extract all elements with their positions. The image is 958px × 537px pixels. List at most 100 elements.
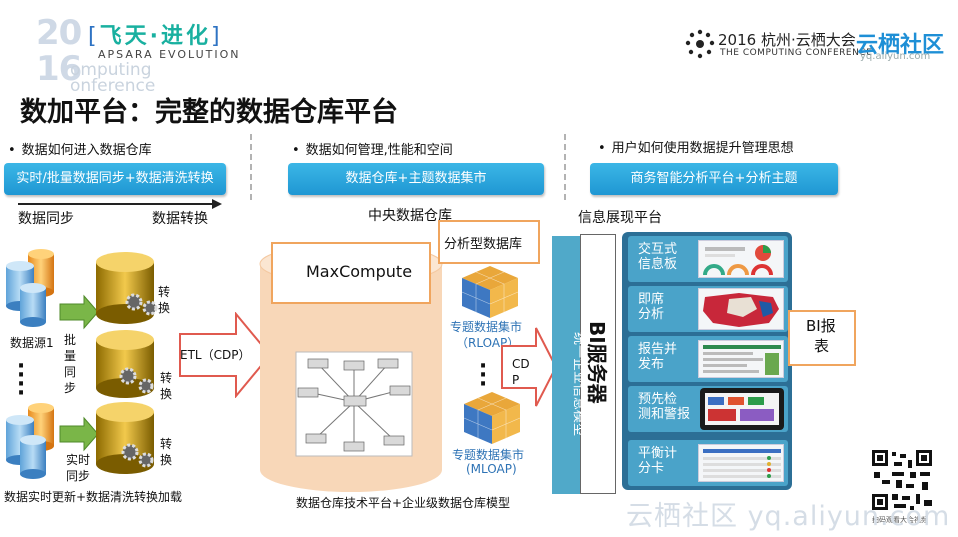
- sync-diagram: [6, 249, 158, 479]
- source-label: 数据源1: [10, 336, 54, 350]
- tile-adhoc[interactable]: 即席 分析: [628, 286, 788, 332]
- tile-label: 平衡计 分卡: [638, 446, 677, 476]
- bi-report-label: BI报 表: [806, 316, 836, 356]
- tile-reports[interactable]: 报告并 发布: [628, 336, 788, 382]
- tile-line: 分卡: [638, 461, 665, 476]
- community-url: yq.aliyun.com: [860, 51, 931, 62]
- tile-line: 预先检: [638, 392, 678, 407]
- batch-char: 量: [64, 349, 77, 363]
- conference-subtitle: THE COMPUTING CONFERENCE: [720, 48, 873, 58]
- transform-char: 换: [158, 301, 171, 315]
- question-3: 用户如何使用数据提升管理思想: [598, 137, 794, 156]
- transform-db-icon: [96, 402, 154, 474]
- arrow-line: [18, 203, 214, 205]
- warehouse-caption: 数据仓库技术平台+企业级数据仓库模型: [296, 496, 511, 510]
- tile-line: 交互式: [638, 242, 678, 257]
- bi-report-line: BI报: [806, 317, 836, 335]
- cube-icon: [461, 266, 519, 318]
- column-divider: [564, 134, 566, 200]
- transform-db-icon: [96, 252, 158, 324]
- realtime-line: 同步: [66, 469, 91, 483]
- source-db-icon: [6, 249, 54, 327]
- realtime-arrow-icon: [59, 416, 99, 452]
- mloap-label-2: (MLOAP): [466, 462, 517, 476]
- bi-report-box: [788, 310, 856, 366]
- transform-db-icon: [96, 330, 154, 398]
- tile-label: 交互式 信息板: [638, 242, 677, 272]
- label-info-platform: 信息展现平台: [578, 210, 662, 226]
- tile-line: 分析: [638, 307, 665, 322]
- question-1: 数据如何进入数据仓库: [8, 139, 152, 158]
- logo-year-bottom: 16: [36, 49, 82, 89]
- page-title: 数加平台：完整的数据仓库平台: [20, 97, 398, 128]
- ellipsis-vertical: ···: [478, 354, 488, 397]
- apsara-brand-text: 飞天·进化: [99, 24, 211, 49]
- maxcompute-label: MaxCompute: [306, 262, 413, 281]
- qr-caption: 扫码观看大会视频: [872, 516, 928, 524]
- analytic-db-label: 分析型数据库: [444, 237, 523, 252]
- tile-alerts[interactable]: 预先检 测和警报: [628, 386, 788, 432]
- transform-label: 转 换: [160, 436, 172, 468]
- conference-title: 2016 杭州·云栖大会: [718, 31, 856, 49]
- map-thumbnail: [698, 288, 784, 330]
- tile-scorecard[interactable]: 平衡计 分卡: [628, 440, 788, 486]
- community-brand: 云栖社区: [856, 33, 945, 58]
- tile-label: 即席 分析: [638, 292, 664, 322]
- alerts-thumbnail: [700, 388, 784, 430]
- bi-report-line: 表: [814, 337, 830, 355]
- arrow-head: [212, 199, 222, 209]
- question-2: 数据如何管理,性能和空间: [292, 139, 453, 158]
- tile-dashboard[interactable]: 交互式 信息板: [628, 236, 788, 282]
- tile-line: 信息板: [638, 257, 678, 272]
- cdp-arrow-icon: [501, 327, 558, 407]
- batch-char: 批: [64, 333, 77, 347]
- transform-char: 转: [158, 285, 171, 299]
- cube-icon: [463, 392, 521, 444]
- bar-bi-platform: 商务智能分析平台+分析主题: [590, 163, 838, 195]
- analytic-db-box: [438, 220, 540, 264]
- bar-warehouse: 数据仓库+主题数据集市: [288, 163, 544, 195]
- report-icon: [703, 345, 781, 375]
- dashboard-thumbnail: [698, 240, 784, 278]
- column-divider: [250, 134, 252, 200]
- tile-label: 预先检 测和警报: [638, 392, 690, 422]
- ellipsis-vertical: ····: [16, 354, 26, 406]
- mloap-label-1: 专题数据集市: [452, 448, 525, 462]
- tile-line: 平衡计: [638, 446, 678, 461]
- transform-label: 转 换: [158, 284, 170, 316]
- label-data-sync: 数据同步: [18, 211, 74, 227]
- batch-char: 步: [64, 381, 77, 395]
- tablet-icon: [705, 393, 779, 425]
- gauge-icon: [703, 245, 773, 276]
- tile-line: 测和警报: [638, 407, 691, 422]
- tile-line: 报告并: [638, 342, 678, 357]
- logo-ghost-line1: omputing: [70, 60, 152, 80]
- transform-label: 转 换: [160, 370, 172, 402]
- batch-arrow-icon: [59, 294, 99, 330]
- bi-server-box: [580, 234, 616, 494]
- logo-ghost-line2: onference: [70, 76, 156, 96]
- label-data-transform: 数据转换: [152, 211, 208, 227]
- logo-year-top: 20: [36, 13, 82, 53]
- etl-arrow-icon: [179, 312, 272, 398]
- qr-code-icon: [870, 448, 934, 512]
- transform-char: 换: [160, 453, 173, 467]
- realtime-line: 实时: [66, 453, 91, 467]
- tile-label: 报告并 发布: [638, 342, 677, 372]
- bi-server-label: BI服务器: [585, 321, 609, 404]
- batch-sync-label: 批 量 同 步: [64, 332, 76, 396]
- cdp-line: CD: [512, 357, 530, 371]
- realtime-sync-label: 实时 同步: [66, 452, 90, 484]
- conference-logo-icon: [685, 29, 715, 59]
- label-central-warehouse: 中央数据仓库: [368, 208, 452, 224]
- tile-line: 即席: [638, 292, 665, 307]
- report-thumbnail: [698, 340, 784, 378]
- scorecard-icon: [703, 449, 781, 478]
- apsara-brand-en: APSARA EVOLUTION: [98, 48, 241, 61]
- maxcompute-box: [271, 242, 431, 304]
- batch-char: 同: [64, 365, 77, 379]
- transform-char: 换: [160, 387, 173, 401]
- tile-line: 发布: [638, 357, 665, 372]
- map-icon: [703, 293, 779, 327]
- watermark: 云栖社区 yq.aliyun.com: [626, 501, 951, 532]
